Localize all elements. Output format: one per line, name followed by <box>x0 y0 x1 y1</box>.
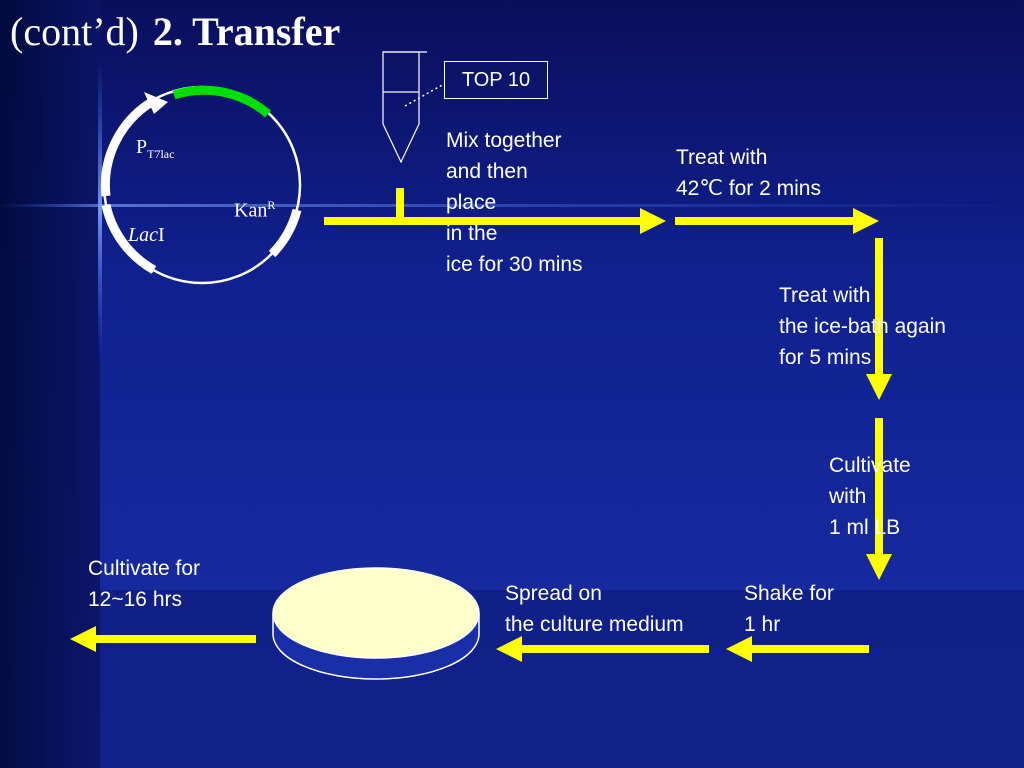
step-ice-bath: Treat with the ice-bath again for 5 mins <box>779 284 946 369</box>
step-cultivate-lb: Cultivate with 1 ml LB <box>829 454 911 539</box>
arrow-5 <box>726 636 869 662</box>
tube-label-box: TOP 10 <box>444 61 548 99</box>
label-kan-resistance: KanR <box>234 198 276 222</box>
kan-resistance-arc <box>268 208 302 258</box>
label-promoter: PT7lac <box>136 136 175 161</box>
light-flare-vertical <box>98 60 102 360</box>
petri-dish <box>272 567 480 680</box>
gene-marker-green <box>172 85 271 118</box>
step-spread: Spread on the culture medium <box>505 582 684 636</box>
step-heat-shock: Treat with 42℃ for 2 mins <box>676 146 821 200</box>
arrow-2 <box>675 208 879 234</box>
plasmid-map <box>100 85 302 285</box>
title-main: 2. Transfer <box>152 9 341 54</box>
arrow-4 <box>866 418 892 580</box>
laci-arc <box>101 203 157 274</box>
promoter-arrowhead <box>144 92 168 114</box>
label-laci: LacI <box>128 224 165 246</box>
microcentrifuge-tube <box>382 51 445 164</box>
background-left-band <box>0 0 100 768</box>
promoter-arc <box>100 99 153 197</box>
background-bottom-band <box>100 590 1024 768</box>
arrow-3 <box>866 238 892 400</box>
arrow-7 <box>70 626 256 652</box>
step-shake: Shake for 1 hr <box>744 582 834 636</box>
petri-dish-medium <box>272 567 480 659</box>
title-prefix: (cont’d) <box>10 9 139 54</box>
slide-title: (cont’d) 2. Transfer <box>10 8 340 55</box>
step-cultivate-hours: Cultivate for 12~16 hrs <box>88 557 201 611</box>
tube-body <box>382 92 420 164</box>
arrow-6 <box>496 636 709 662</box>
step-mix-ice: Mix together and then place in the ice f… <box>446 129 583 276</box>
arrow-1 <box>324 188 666 234</box>
light-flare-horizontal <box>0 204 1024 207</box>
